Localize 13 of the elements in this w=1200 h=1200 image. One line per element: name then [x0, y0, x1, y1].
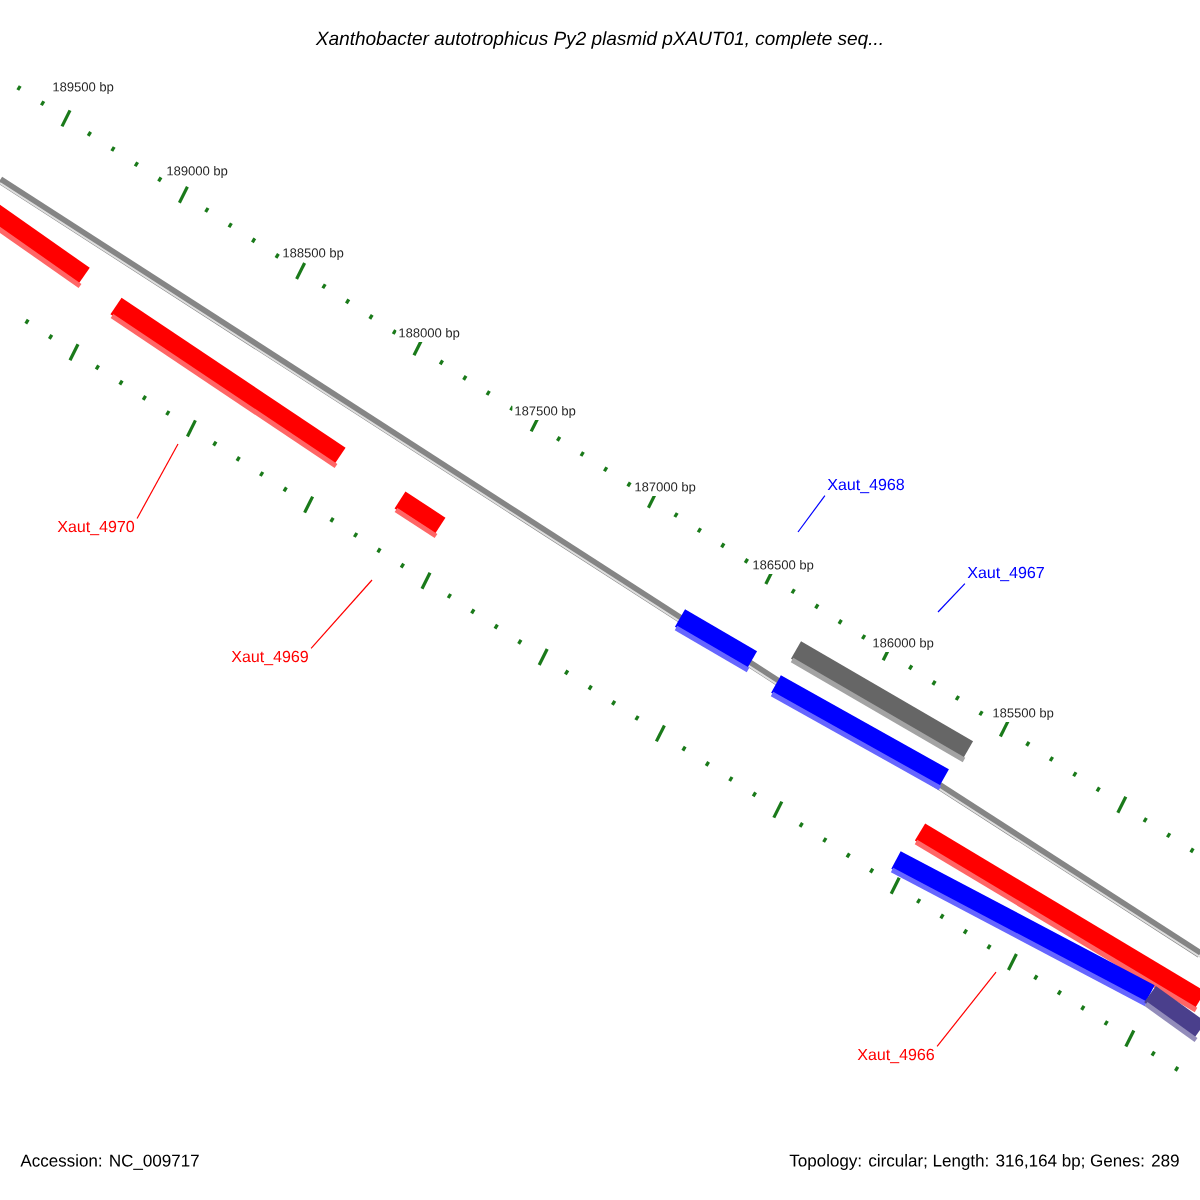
accession-text: Accession: NC_009717	[20, 1154, 199, 1170]
gene-label: Xaut_4969	[231, 650, 308, 666]
leader-line	[797, 494, 826, 533]
gene-label: Xaut_4970	[57, 520, 135, 536]
title: Xanthobacter autotrophicus Py2 plasmid pXAUT01, complete seq...	[315, 31, 882, 49]
leader-line	[136, 443, 179, 520]
summary-text: Topology: circular; Length: 316,164 bp; Genes: 289	[789, 1154, 1179, 1170]
leader-line	[936, 971, 997, 1048]
gene-label: Xaut_4967	[967, 566, 1044, 582]
leader-line	[310, 579, 373, 650]
leader-line	[937, 583, 966, 613]
gene-label: Xaut_4966	[857, 1048, 934, 1064]
gene-label: Xaut_4968	[827, 478, 904, 494]
